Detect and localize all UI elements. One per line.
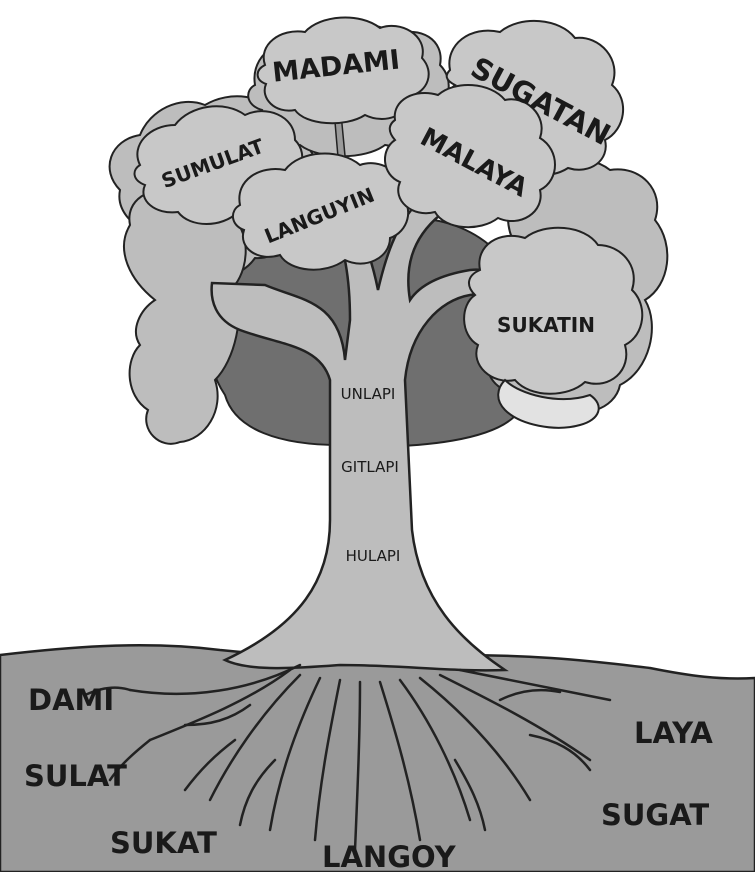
label-gitlapi: GITLAPI <box>341 458 399 476</box>
label-langoy: LANGOY <box>322 840 457 872</box>
label-unlapi: UNLAPI <box>341 385 396 403</box>
label-laya: LAYA <box>634 716 713 750</box>
label-sulat: SULAT <box>24 759 127 793</box>
canopy-sukatin-cloud <box>464 228 642 394</box>
label-dami: DAMI <box>28 683 114 717</box>
label-sukat: SUKAT <box>110 826 217 860</box>
label-hulapi: HULAPI <box>346 547 401 565</box>
label-sukatin: SUKATIN <box>497 313 595 337</box>
label-sugat: SUGAT <box>601 798 709 832</box>
